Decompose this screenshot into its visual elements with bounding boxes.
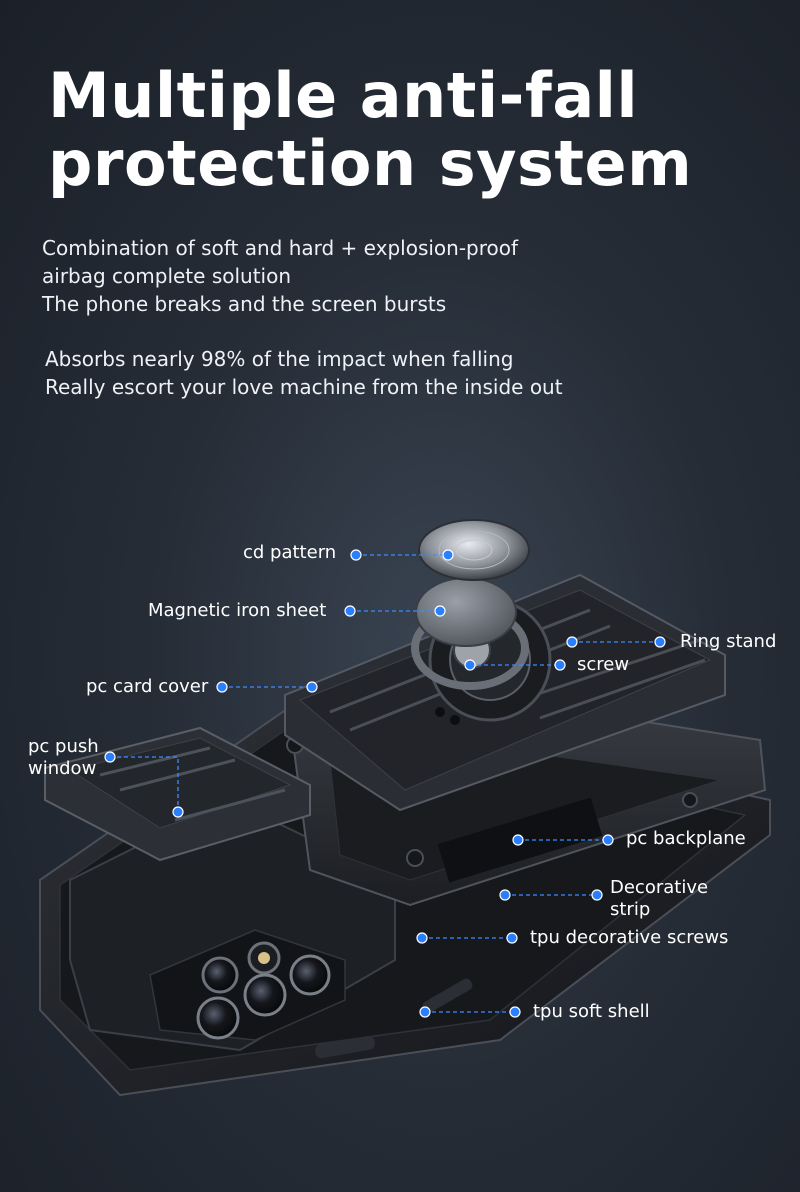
tagline-line-1: Absorbs nearly 98% of the impact when fa…: [45, 347, 514, 371]
label-screw: screw: [577, 654, 630, 675]
label-pc-push-window-line-1: pc push: [28, 736, 99, 757]
camera-lens-icon: [289, 954, 331, 996]
callout-lines: [110, 554, 660, 1013]
camera-lens-icon: [243, 973, 287, 1017]
label-cd-pattern: cd pattern: [243, 542, 337, 563]
label-pc-push-window-line-2: window: [28, 758, 97, 779]
label-decorative-strip: Decorative strip: [610, 877, 708, 921]
label-tpu-decorative-screws: tpu decorative screws: [530, 927, 729, 948]
tagline-line-2: Really escort your love machine from the…: [45, 375, 563, 399]
title-line-1: Multiple anti-fall: [48, 59, 639, 132]
label-pc-backplane: pc backplane: [626, 828, 746, 849]
label-decorative-strip-line-1: Decorative: [610, 877, 709, 898]
label-decorative-strip-line-2: strip: [610, 899, 651, 920]
label-magnetic-iron-sheet: Magnetic iron sheet: [148, 600, 327, 621]
description: Combination of soft and hard + explosion…: [42, 234, 518, 318]
camera-lens-icon: [196, 996, 240, 1040]
camera-lens-icon: [201, 956, 239, 994]
tagline: Absorbs nearly 98% of the impact when fa…: [45, 345, 563, 401]
callout-dots: [104, 549, 666, 1018]
description-line-2: airbag complete solution: [42, 264, 292, 288]
cd-pattern-disc: [418, 519, 530, 581]
title-line-2: protection system: [48, 127, 693, 200]
label-ring-stand: Ring stand: [680, 631, 777, 652]
label-pc-card-cover: pc card cover: [86, 676, 209, 697]
page-title: Multiple anti-fall protection system: [48, 62, 692, 198]
label-pc-push-window: pc push window: [28, 736, 99, 780]
description-line-1: Combination of soft and hard + explosion…: [42, 236, 519, 260]
pc-card-cover-shape: [284, 573, 726, 812]
description-line-3: The phone breaks and the screen bursts: [42, 292, 447, 316]
label-tpu-soft-shell: tpu soft shell: [533, 1001, 650, 1022]
magnetic-iron-sheet-shape: [415, 577, 517, 647]
